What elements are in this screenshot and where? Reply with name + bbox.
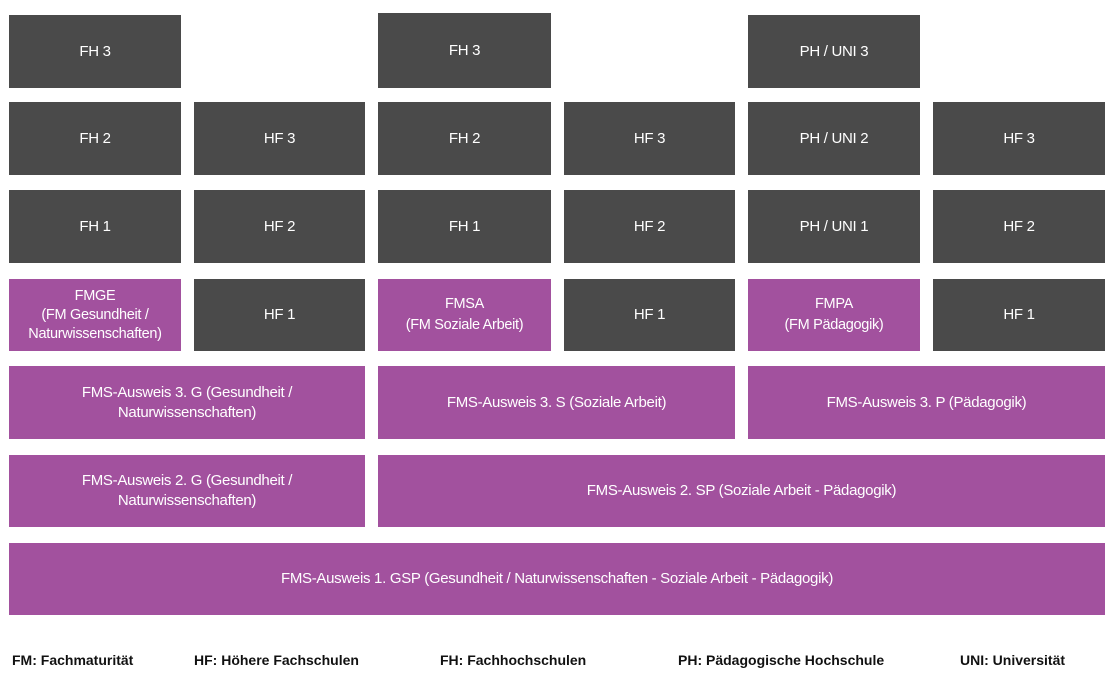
block-hf-3-pedagogy: HF 3 (933, 102, 1105, 175)
block-ausweis-2-sp: FMS-Ausweis 2. SP (Soziale Arbeit - Päda… (378, 455, 1105, 527)
block-ph-uni-1: PH / UNI 1 (748, 190, 920, 263)
block-ph-uni-2: PH / UNI 2 (748, 102, 920, 175)
block-hf-2-social: HF 2 (564, 190, 735, 263)
block-fmge: FMGE (FM Gesundheit / Naturwissenschafte… (9, 279, 181, 351)
block-hf-3-health: HF 3 (194, 102, 365, 175)
block-ausweis-2-g: FMS-Ausweis 2. G (Gesundheit / Naturwiss… (9, 455, 365, 527)
block-fh-2-health: FH 2 (9, 102, 181, 175)
legend-fm: FM: Fachmaturität (12, 652, 134, 668)
block-hf-1-pedagogy: HF 1 (933, 279, 1105, 351)
legend-hf: HF: Höhere Fachschulen (194, 652, 359, 668)
block-ausweis-3-p: FMS-Ausweis 3. P (Pädagogik) (748, 366, 1105, 439)
block-hf-2-pedagogy: HF 2 (933, 190, 1105, 263)
legend-uni: UNI: Universität (960, 652, 1066, 668)
block-fmsa: FMSA (FM Soziale Arbeit) (378, 279, 551, 351)
block-ausweis-1-gsp: FMS-Ausweis 1. GSP (Gesundheit / Naturwi… (9, 543, 1105, 615)
block-fh-3-health: FH 3 (9, 15, 181, 88)
block-fh-3-social: FH 3 (378, 13, 551, 88)
block-hf-1-health: HF 1 (194, 279, 365, 351)
block-hf-2-health: HF 2 (194, 190, 365, 263)
block-fmpa: FMPA (FM Pädagogik) (748, 279, 920, 351)
block-fh-2-social: FH 2 (378, 102, 551, 175)
block-hf-1-social: HF 1 (564, 279, 735, 351)
legend-ph: PH: Pädagogische Hochschule (678, 652, 885, 668)
block-fh-1-social: FH 1 (378, 190, 551, 263)
block-ausweis-3-s: FMS-Ausweis 3. S (Soziale Arbeit) (378, 366, 735, 439)
legend-fh: FH: Fachhochschulen (440, 652, 587, 668)
block-ausweis-3-g: FMS-Ausweis 3. G (Gesundheit / Naturwiss… (9, 366, 365, 439)
block-ph-uni-3: PH / UNI 3 (748, 15, 920, 88)
block-hf-3-social: HF 3 (564, 102, 735, 175)
block-fh-1-health: FH 1 (9, 190, 181, 263)
